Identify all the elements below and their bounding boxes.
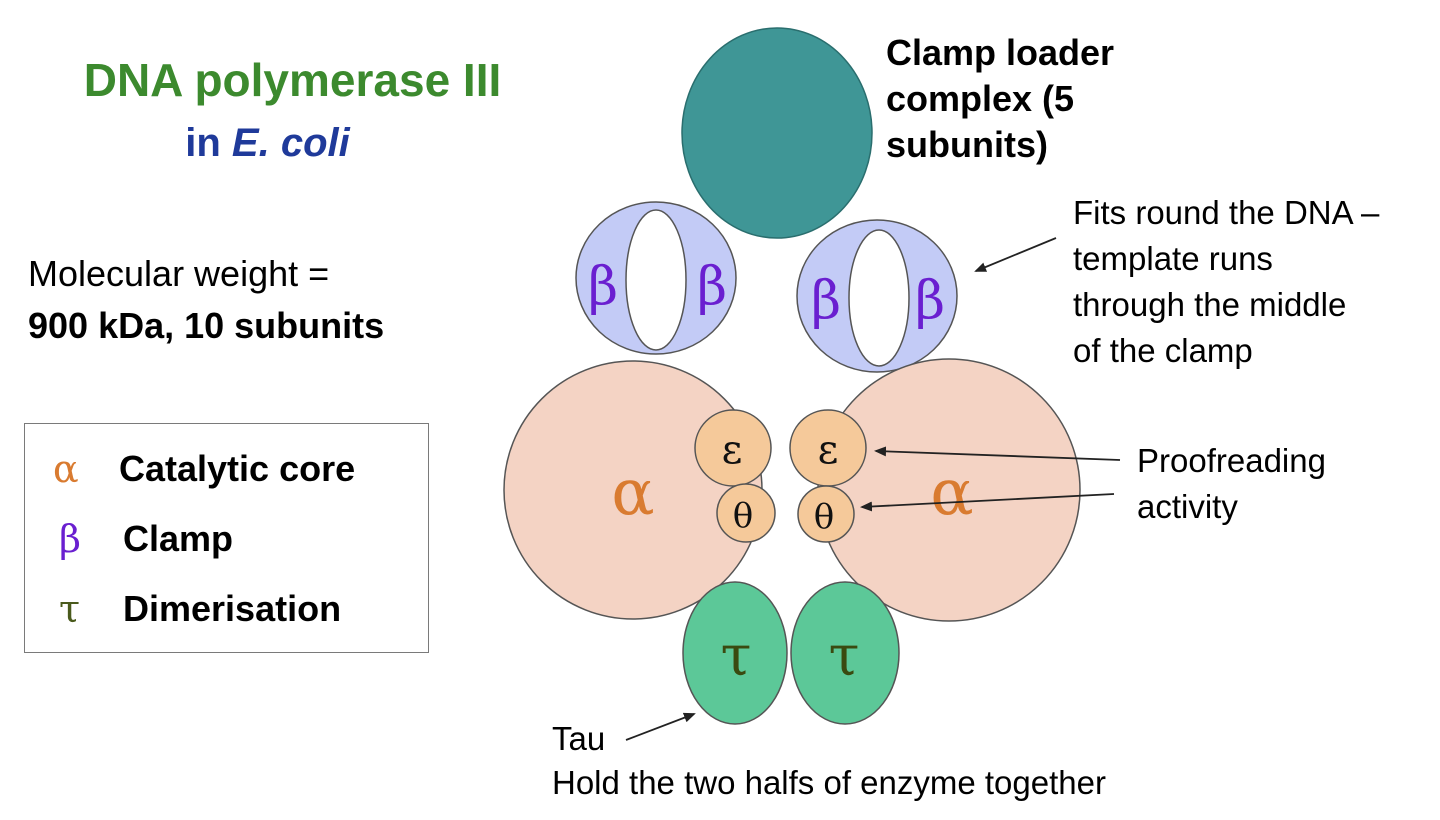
legend-alpha-symbol: α — [53, 447, 79, 491]
tau-subunit-right — [790, 581, 900, 725]
proofreading-annotation-line: activity — [1137, 488, 1238, 525]
legend-tau-symbol: τ — [59, 587, 81, 631]
theta-subunit-right — [797, 485, 855, 543]
epsilon-subunit-left — [694, 409, 772, 487]
diagram-subtitle: in E. coli — [0, 118, 535, 168]
tau-subunit-left — [682, 581, 788, 725]
beta-label-left-outer: β — [588, 257, 618, 317]
tau-label-right: τ — [829, 624, 860, 689]
arrow-clamp-note — [974, 237, 1057, 272]
diagram-title: DNA polymerase III — [83, 54, 502, 106]
proofreading-annotation-line: Proofreading — [1137, 442, 1326, 479]
legend-tau-label: Dimerisation — [123, 588, 342, 629]
clamp-loader-complex — [681, 27, 873, 239]
subtitle-prefix: in — [185, 121, 232, 165]
beta-label-left-inner: β — [697, 257, 727, 317]
proofreading-annotation: Proofreading activity — [1137, 438, 1326, 530]
tau-annotation-description: Hold the two halfs of enzyme together — [552, 764, 1106, 801]
alpha-label-right: α — [930, 456, 973, 530]
clamp-loader-label: Clamp loader complex (5 subunits) — [886, 30, 1114, 168]
theta-subunit-left — [716, 483, 776, 543]
epsilon-label-left: ε — [722, 427, 743, 473]
beta-clamp-right — [796, 219, 958, 373]
tau-annotation-title: Tau — [552, 720, 606, 757]
legend-beta-symbol: β — [59, 517, 81, 561]
beta-label-right-inner: β — [811, 271, 841, 331]
arrow-tau — [625, 712, 696, 741]
clamp-loader-label-line: subunits) — [886, 124, 1048, 165]
arrow-theta — [860, 493, 1115, 512]
theta-label-right: θ — [814, 497, 834, 537]
legend-box: α Catalytic core β Clamp τ Dimerisation — [24, 423, 429, 653]
clamp-loader-label-line: Clamp loader — [886, 32, 1115, 73]
alpha-label-left: α — [611, 456, 654, 530]
epsilon-label-right: ε — [818, 427, 839, 473]
clamp-annotation: Fits round the DNA – template runs throu… — [1073, 190, 1379, 374]
beta-clamp-left — [575, 201, 737, 355]
legend-alpha-label: Catalytic core — [119, 448, 356, 489]
clamp-annotation-line: through the middle — [1073, 286, 1347, 323]
arrow-epsilon — [874, 446, 1121, 461]
theta-label-left: θ — [733, 496, 753, 536]
clamp-annotation-line: Fits round the DNA – — [1073, 194, 1380, 231]
beta-label-right-outer: β — [915, 271, 945, 331]
subtitle-organism: E. coli — [231, 121, 350, 165]
molecular-weight-value: 900 kDa, 10 subunits — [28, 305, 385, 346]
clamp-annotation-line: template runs — [1073, 240, 1273, 277]
legend-beta-label: Clamp — [123, 518, 234, 559]
clamp-loader-label-line: complex (5 — [886, 78, 1075, 119]
clamp-annotation-line: of the clamp — [1073, 332, 1253, 369]
tau-label-left: τ — [721, 624, 752, 689]
molecular-weight-label: Molecular weight = — [28, 253, 330, 294]
